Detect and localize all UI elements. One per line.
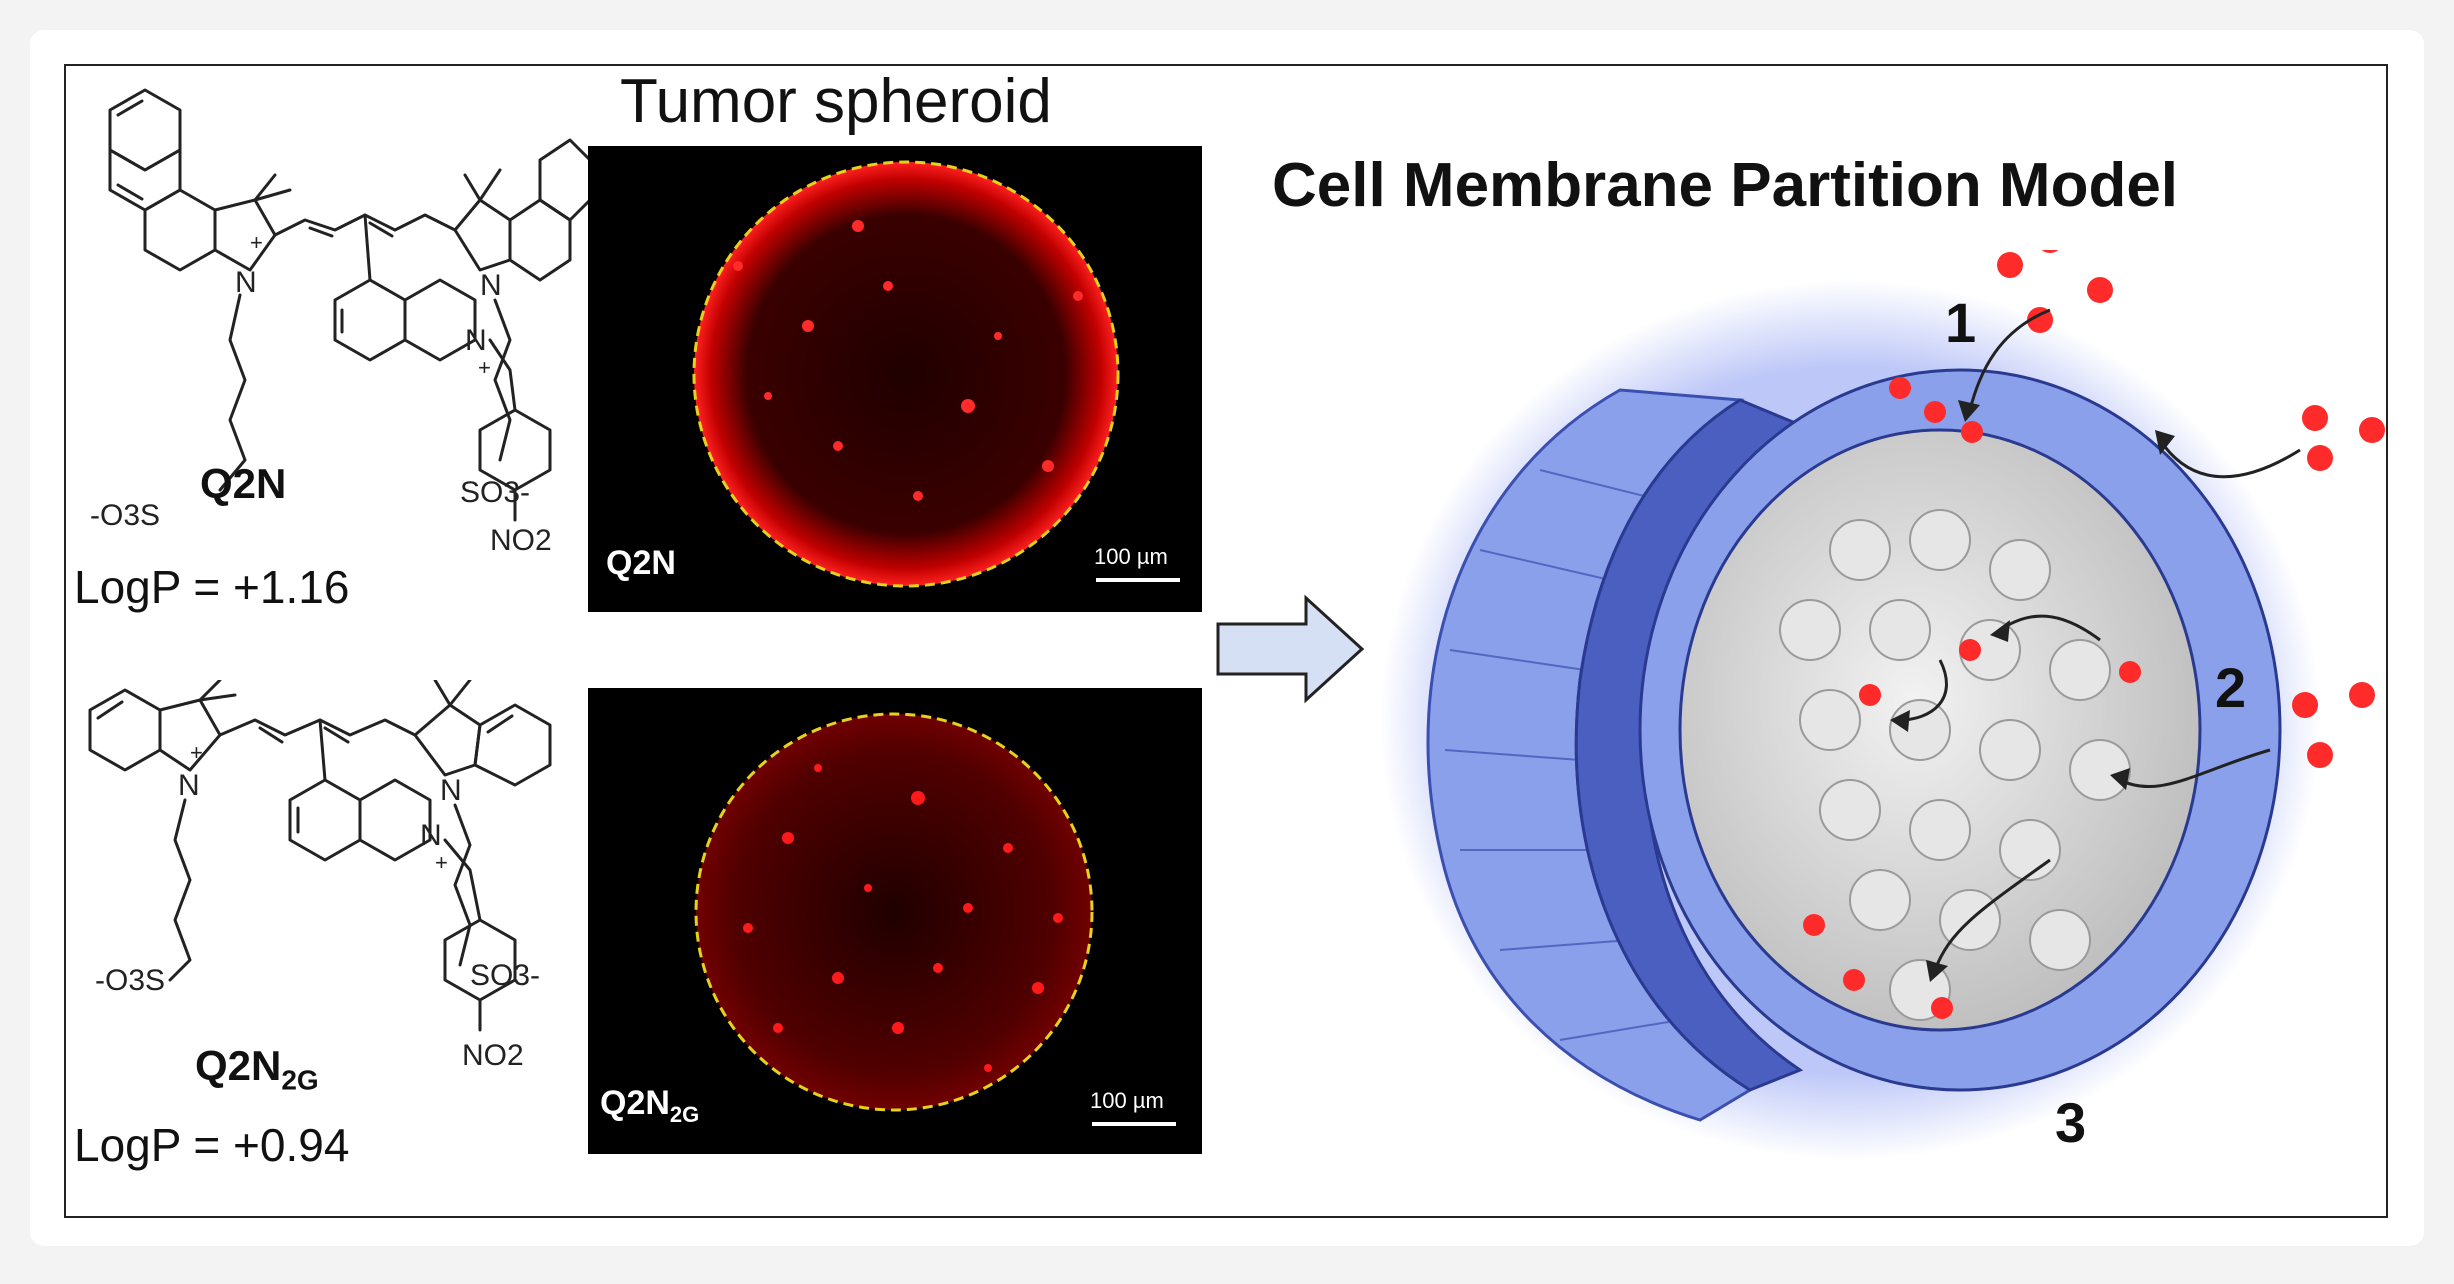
n-plus-left: N xyxy=(235,266,257,299)
model-title: Cell Membrane Partition Model xyxy=(1272,151,2179,220)
q2n2g-structure: N + -O3S N + NO2 N SO3- xyxy=(88,680,552,1072)
so3-left: -O3S xyxy=(90,499,160,532)
panel-title: Tumor spheroid xyxy=(620,67,1052,136)
route-number-1: 1 xyxy=(1945,291,1977,354)
micrograph-bottom: Q2N2G 100 µm xyxy=(588,688,1202,1154)
scale-text-bottom: 100 µm xyxy=(1090,1088,1164,1113)
svg-text:+: + xyxy=(435,850,448,875)
micrograph-bottom-label: Q2N2G xyxy=(600,1084,700,1127)
micrograph-top: Q2N 100 µm xyxy=(588,146,1202,612)
plus-sign: + xyxy=(250,230,263,255)
scale-bar-bottom xyxy=(1092,1122,1176,1126)
q2n-name: Q2N xyxy=(200,460,287,507)
n-iso: N xyxy=(465,324,487,357)
micrograph-top-label: Q2N xyxy=(606,544,676,582)
spheroid-model xyxy=(1380,250,2385,1160)
route-number-2: 2 xyxy=(2215,656,2247,719)
scale-text-top: 100 µm xyxy=(1094,544,1168,569)
n-iso-2: N xyxy=(420,819,442,852)
q2n2g-name: Q2N2G xyxy=(195,1042,319,1096)
svg-text:+: + xyxy=(478,355,491,380)
so3-right: SO3- xyxy=(460,476,530,509)
n-right-2: N xyxy=(440,774,462,807)
right-arrow-icon xyxy=(1216,594,1365,704)
micrograph-bottom-image xyxy=(694,712,1094,1112)
so3-right-2: SO3- xyxy=(470,959,540,992)
n-plus-left-2: N xyxy=(178,769,200,802)
q2n-structure: N + -O3S N + NO2 N SO3- xyxy=(90,88,590,557)
so3-left-2: -O3S xyxy=(95,964,165,997)
micrograph-top-image xyxy=(692,160,1120,588)
q2n-logp: LogP = +1.16 xyxy=(74,561,350,613)
no2-bottom: NO2 xyxy=(462,1039,524,1072)
no2-top: NO2 xyxy=(490,524,552,557)
route-number-3: 3 xyxy=(2055,1091,2087,1154)
scale-bar-top xyxy=(1096,578,1180,582)
plus-sign-2: + xyxy=(190,740,203,765)
q2n2g-logp: LogP = +0.94 xyxy=(74,1119,350,1171)
n-right: N xyxy=(480,269,502,302)
